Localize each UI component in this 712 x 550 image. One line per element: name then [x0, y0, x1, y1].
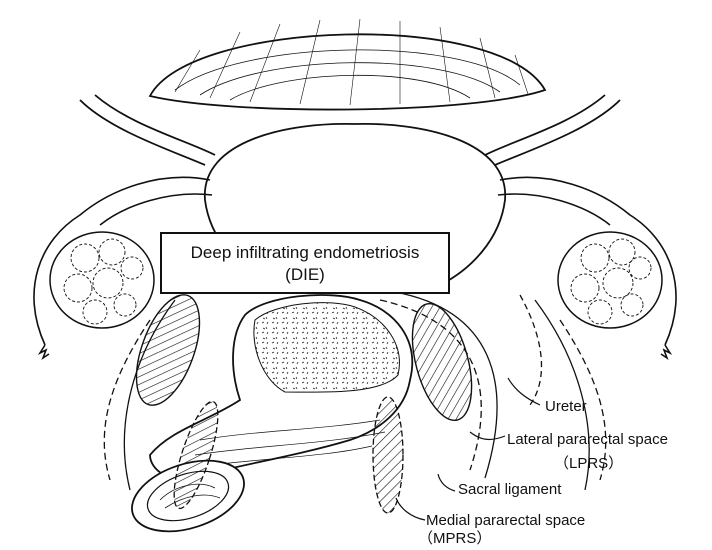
right-mprs-region — [373, 397, 403, 513]
sacral-ligament-label: Sacral ligament — [458, 481, 561, 499]
die-label-line1: Deep infiltrating endometriosis — [162, 242, 448, 264]
right-lprs-region — [401, 297, 482, 426]
lprs-abbr-label: （LPRS） — [554, 455, 623, 473]
ureter-label: Ureter — [545, 398, 587, 416]
die-label-box: Deep infiltrating endometriosis (DIE) — [160, 232, 450, 294]
mprs-label: Medial pararectal space — [426, 512, 585, 530]
right-ovary — [558, 232, 662, 328]
mprs-abbr-label: （MPRS） — [418, 530, 491, 548]
lprs-label: Lateral pararectal space — [507, 431, 668, 449]
left-ovary — [50, 232, 154, 328]
die-label-line2: (DIE) — [162, 264, 448, 286]
